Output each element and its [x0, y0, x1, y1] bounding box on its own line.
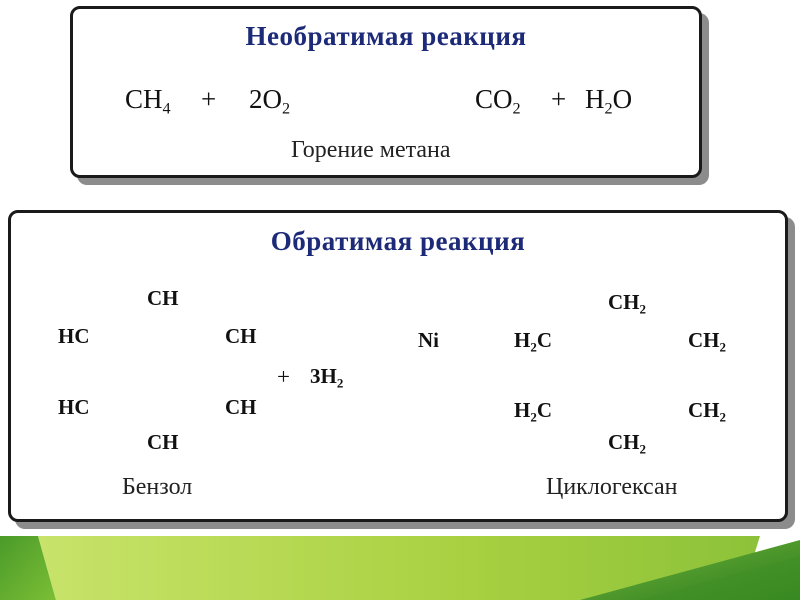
reversible-reaction-panel: Обратимая реакция	[8, 210, 788, 522]
cyclohexane-atom-bottom-left: H2C	[514, 398, 553, 425]
nickel-catalyst: Ni	[418, 328, 439, 352]
oxygen-formula: 2O2	[249, 84, 291, 118]
benzene-caption: Бензол	[122, 474, 193, 500]
methane-formula: CH4	[125, 84, 171, 118]
benzene-atom-top-right: CH	[225, 324, 257, 348]
irreversible-title: Необратимая реакция	[245, 21, 527, 51]
benzene-atom-top-left: HC	[58, 324, 90, 348]
cyclohexane-atom-bottom: CH2	[608, 430, 647, 457]
plus-sign-2: +	[551, 84, 567, 114]
cyclohexane-atom-top-right: CH2	[688, 328, 727, 355]
irreversible-reaction-panel: Необратимая реакция CH4 + 2O2 CO2 + H2O …	[70, 6, 702, 178]
cyclohexane-atom-top: CH2	[608, 290, 647, 317]
cyclohexane-caption: Циклогексан	[546, 474, 678, 500]
hydrogen-reagent: 3H2	[310, 364, 344, 391]
benzene-atom-bottom-left: HC	[58, 395, 90, 419]
combustion-caption: Горение метана	[291, 137, 451, 163]
water-formula: H2O	[585, 84, 633, 118]
cyclohexane-atom-bottom-right: CH2	[688, 398, 727, 425]
green-footer-decoration	[0, 536, 800, 600]
cyclohexane-atom-top-left: H2C	[514, 328, 553, 355]
plus-sign-3: +	[277, 364, 290, 389]
reversible-title: Обратимая реакция	[270, 226, 526, 256]
benzene-atom-bottom: CH	[147, 430, 179, 454]
benzene-atom-bottom-right: CH	[225, 395, 257, 419]
plus-sign-1: +	[201, 84, 217, 114]
benzene-atom-top: CH	[147, 286, 179, 310]
carbon-dioxide-formula: CO2	[475, 84, 521, 118]
